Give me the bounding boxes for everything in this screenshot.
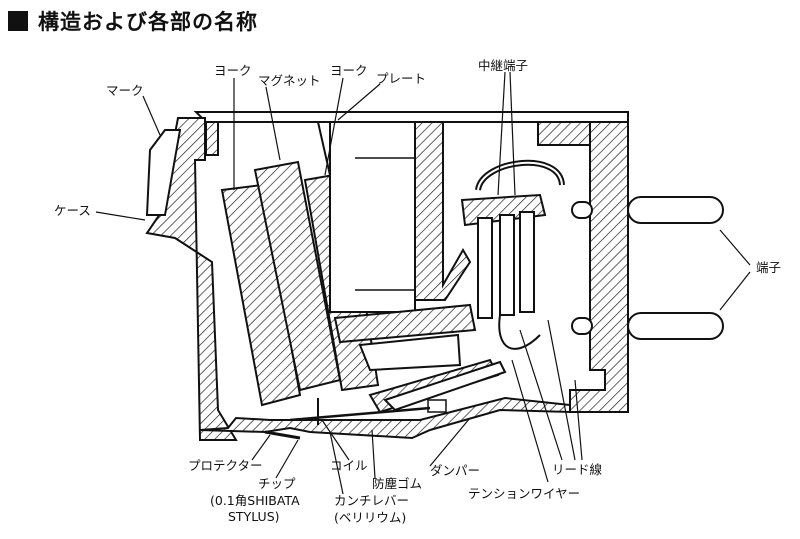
label-damper: ダンパー [430,463,480,478]
label-yoke-left: ヨーク [214,63,252,78]
magnet-assembly [220,121,477,407]
label-case: ケース [54,203,91,218]
mark-plate [145,129,182,216]
label-lead-wire: リード線 [552,462,603,477]
output-terminal-pins [571,196,724,340]
label-tip-detail-1: (0.1角SHIBATA [210,493,300,508]
label-terminal: 端子 [756,260,781,275]
title-text: 構造および各部の名称 [38,10,258,34]
label-tension-wire: テンションワイヤー [468,486,580,501]
leader-lines [95,71,751,495]
case-body [145,111,629,441]
label-yoke-right: ヨーク [330,63,368,78]
label-tip: チップ [258,476,296,491]
part-labels: マーク ヨーク マグネット ヨーク プレート 中継端子 ケース 端子 プロテクタ… [54,58,781,525]
stylus-assembly [264,358,507,440]
label-cantilever: カンチレバー [334,493,409,508]
label-damping-rubber: 防塵ゴム [372,476,422,491]
page-title: 構造および各部の名称 [8,6,258,36]
title-bullet-square [8,11,28,31]
label-coil: コイル [330,458,368,473]
label-cantilever-detail: (ベリリウム) [334,510,406,525]
label-plate: プレート [376,71,426,86]
label-magnet: マグネット [258,73,321,88]
label-tip-detail-2: STYLUS) [228,509,280,524]
label-mark: マーク [106,83,144,98]
label-protector: プロテクター [188,458,263,473]
relay-terminals [460,159,565,350]
label-relay-terminal: 中継端子 [478,58,528,73]
